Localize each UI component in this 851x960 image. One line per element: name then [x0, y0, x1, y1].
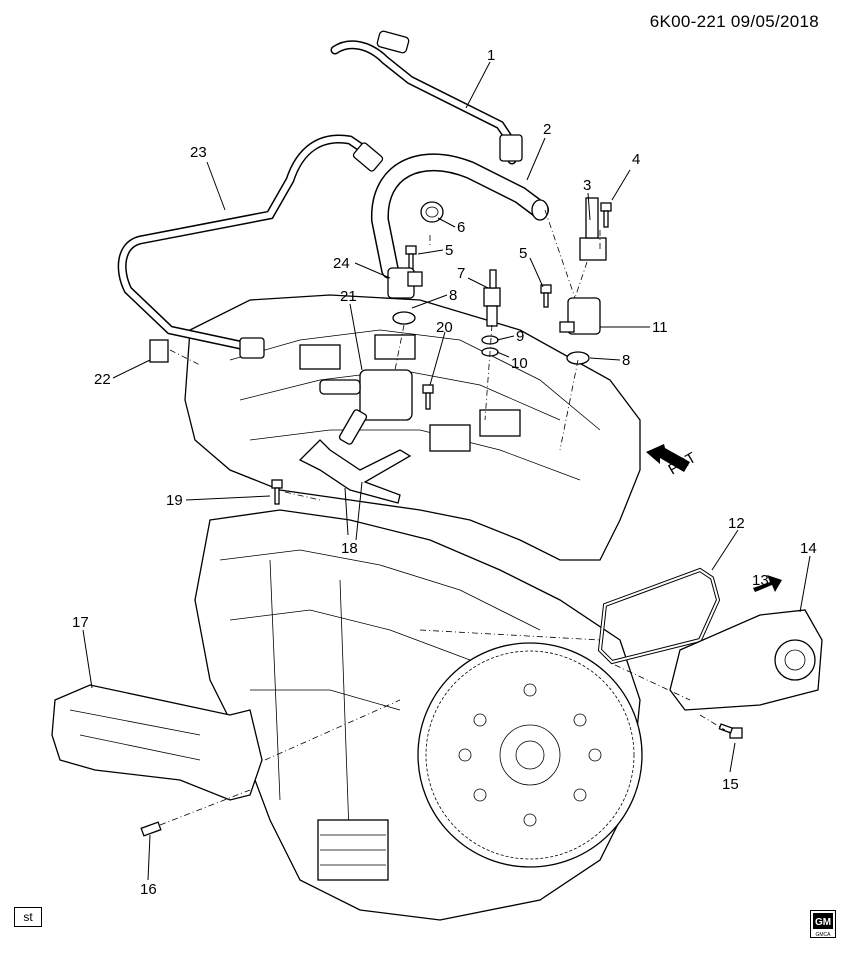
- callout-20: 20: [436, 319, 453, 336]
- part-8-seal: [392, 311, 416, 325]
- callout-10: 10: [511, 355, 528, 372]
- part-13-direction-arrow: [753, 575, 782, 592]
- part-9-seal: [481, 335, 499, 345]
- part-19-bolt: [271, 479, 283, 505]
- figure-header: 6K00-221 09/05/2018: [650, 12, 819, 32]
- callout-5: 5: [519, 245, 527, 262]
- callout-16: 16: [140, 881, 157, 898]
- figure-code: 6K00-221: [649, 12, 726, 31]
- callout-18: 18: [341, 540, 358, 557]
- callout-22: 22: [94, 371, 111, 388]
- callout-2: 2: [543, 121, 551, 138]
- part-8-seal: [566, 351, 590, 365]
- gm-logo-text: GM: [815, 917, 831, 928]
- part-22-bracket: [149, 339, 169, 363]
- callout-5: 5: [445, 242, 453, 259]
- part-4-bolt: [600, 202, 612, 228]
- part-20-bolt: [422, 384, 434, 410]
- part-6-clamp: [420, 201, 444, 223]
- ignition-coil: [479, 409, 521, 437]
- part-16-bolt: [140, 821, 162, 837]
- callout-24: 24: [333, 255, 350, 272]
- flexplate: [417, 642, 643, 868]
- part-11-housing: [559, 297, 601, 335]
- callout-7: 7: [457, 265, 465, 282]
- callout-19: 19: [166, 492, 183, 509]
- callout-17: 17: [72, 614, 89, 631]
- ignition-coil: [299, 344, 341, 370]
- front-direction-marker: FRT: [646, 444, 699, 478]
- part-5-bolt: [540, 284, 552, 308]
- alignment-lines: [159, 209, 726, 826]
- part-14-cover: [669, 609, 823, 711]
- part-12-gasket: [597, 567, 721, 665]
- callout-14: 14: [800, 540, 817, 557]
- gm-logo-subtext: GMCA: [816, 932, 832, 938]
- part-17-cover: [51, 684, 263, 801]
- part-5-bolt: [405, 245, 417, 271]
- part-2-coolant-hose: [370, 153, 549, 279]
- ignition-coil: [429, 424, 471, 452]
- gm-logo: GM GMCA: [810, 910, 836, 938]
- part-18-bracket: [298, 439, 412, 504]
- callout-13: 13: [752, 572, 769, 589]
- part-1-vent-hose: [330, 30, 523, 165]
- part-23-long-hose: [117, 134, 384, 359]
- callout-9: 9: [516, 328, 524, 345]
- part-3-sensor: [579, 197, 607, 261]
- callout-8: 8: [449, 287, 457, 304]
- callout-1: 1: [487, 47, 495, 64]
- figure-date: 09/05/2018: [730, 12, 819, 31]
- part-7-switch: [483, 269, 501, 327]
- leader-lines: [82, 61, 811, 881]
- callout-numbers: 1 2 3 4 5 5 6 7 8 8 9 10 11 12 13 14 15 …: [72, 47, 817, 898]
- callout-3: 3: [583, 177, 591, 194]
- part-21-valve-assembly: [319, 369, 413, 445]
- callout-4: 4: [632, 151, 640, 168]
- callout-6: 6: [457, 219, 465, 236]
- callout-12: 12: [728, 515, 745, 532]
- st-badge: st: [14, 907, 42, 927]
- ignition-coil: [374, 334, 416, 360]
- engine-block: [184, 294, 643, 921]
- callout-23: 23: [190, 144, 207, 161]
- callout-11: 11: [652, 319, 668, 336]
- callout-21: 21: [340, 288, 357, 305]
- callout-8: 8: [622, 352, 630, 369]
- callout-15: 15: [722, 776, 739, 793]
- part-24-housing: [387, 267, 423, 299]
- part-15-bolt: [718, 723, 743, 739]
